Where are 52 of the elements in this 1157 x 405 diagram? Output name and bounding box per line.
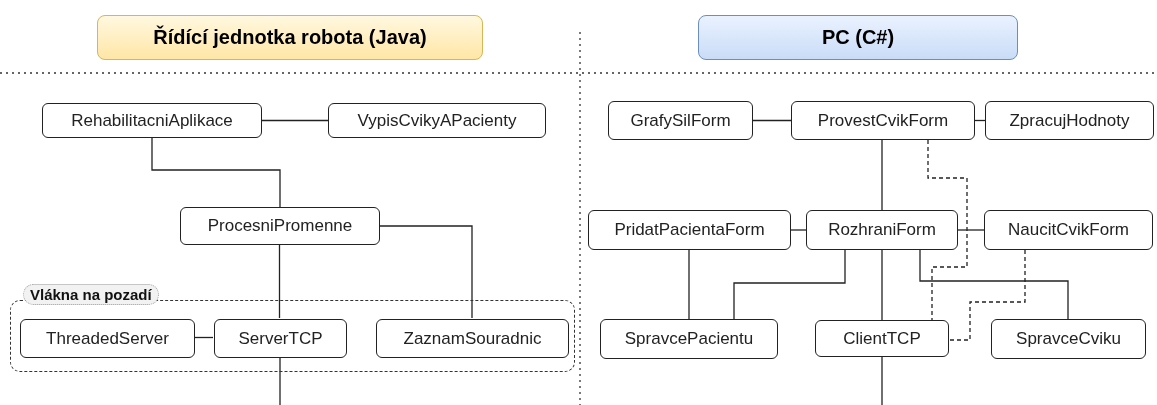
- connector-line: [881, 356, 883, 405]
- class-box: [328, 103, 546, 138]
- connector-line: [752, 119, 792, 122]
- class-name: RozhraniForm: [828, 220, 936, 240]
- class-name: GrafySilForm: [630, 110, 731, 131]
- class-box: [20, 319, 195, 358]
- class-box: [376, 319, 569, 358]
- class-box: [815, 320, 949, 357]
- class-name: ClientTCP: [843, 328, 921, 349]
- connector-line: [379, 225, 473, 319]
- class-box: [214, 319, 347, 358]
- connector-line: [193, 336, 214, 339]
- connector-line: [261, 119, 329, 122]
- class-box: [985, 101, 1154, 140]
- class-box: [42, 103, 262, 138]
- connector-line: [279, 356, 281, 405]
- connector-line: [733, 249, 846, 320]
- class-box: [806, 210, 958, 250]
- class-name: SpravcePacientu: [624, 329, 754, 349]
- section-title: PC (C#): [821, 26, 895, 49]
- group-label: Vlákna na pozadí: [23, 284, 159, 305]
- connector-line: [688, 249, 690, 320]
- class-box: [608, 101, 753, 140]
- class-box: [991, 319, 1146, 359]
- connector-line: [151, 137, 281, 208]
- class-box: [984, 210, 1153, 250]
- class-name: VypisCvikyAPacienty: [357, 110, 517, 131]
- section-title: Řídící jednotka robota (Java): [153, 26, 427, 49]
- class-name: PridatPacientaForm: [614, 220, 765, 240]
- section-header: [97, 15, 483, 60]
- class-box: [791, 101, 975, 140]
- class-name: ZpracujHodnoty: [1009, 110, 1130, 131]
- class-name: ServerTCP: [238, 328, 323, 349]
- class-name: RehabilitacniAplikace: [71, 110, 233, 131]
- connector-line: [790, 229, 807, 231]
- class-box: [588, 210, 791, 250]
- class-name: SpravceCviku: [1016, 329, 1121, 349]
- class-name: ThreadedServer: [46, 328, 169, 349]
- connector-line: [881, 139, 883, 211]
- class-name: ProvestCvikForm: [817, 110, 949, 131]
- class-box: [180, 207, 380, 245]
- connector-line: [278, 244, 281, 319]
- class-name: NaucitCvikForm: [1008, 220, 1129, 240]
- connector-line: [927, 139, 968, 321]
- class-box: [600, 319, 778, 359]
- section-header: [698, 15, 1018, 60]
- class-name: ProcesniPromenne: [207, 216, 353, 236]
- class-name: ZaznamSouradnic: [403, 328, 542, 349]
- connector-line: [919, 249, 1069, 320]
- connector-line: [881, 249, 883, 321]
- connector-line: [957, 229, 985, 231]
- connector-line: [948, 249, 1026, 341]
